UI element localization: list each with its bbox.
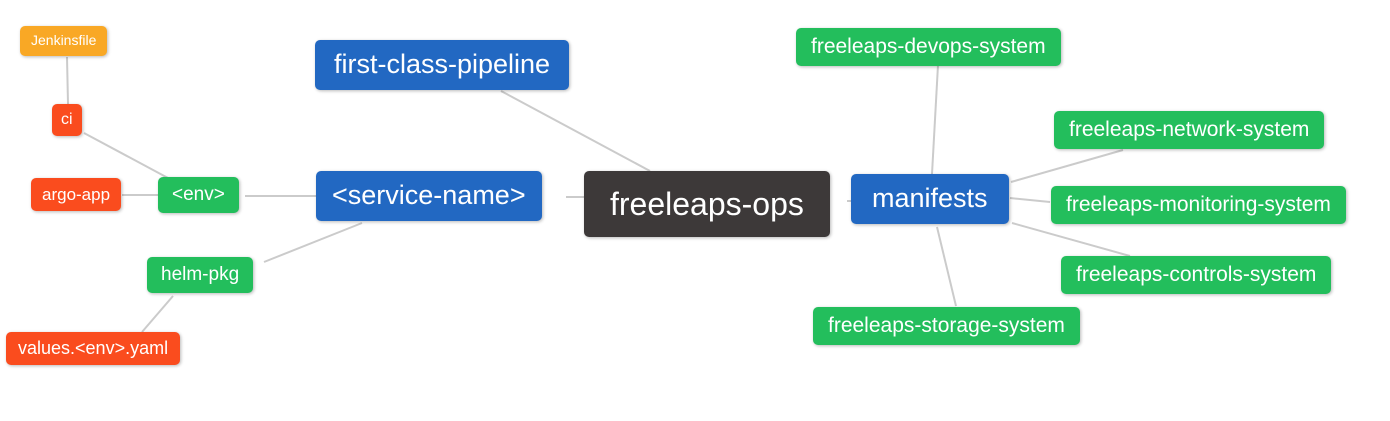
- edge-manifests-devops: [931, 64, 939, 175]
- edge-helm-pkg-service-name: [263, 222, 363, 263]
- edge-manifests-storage: [936, 226, 957, 307]
- node-freeleaps-devops-system[interactable]: freeleaps-devops-system: [796, 28, 1061, 67]
- node-first-class-pipeline[interactable]: first-class-pipeline: [315, 40, 570, 90]
- edge-manifests-monitoring: [1009, 197, 1051, 203]
- node-env[interactable]: <env>: [158, 177, 239, 213]
- node-freeleaps-ops[interactable]: freeleaps-ops: [584, 171, 830, 237]
- edge-manifests-network: [1010, 149, 1124, 183]
- edge-values-helm-pkg: [141, 295, 174, 333]
- edge-pipeline-root: [500, 90, 651, 172]
- edge-jenkinsfile-ci: [66, 56, 69, 105]
- node-freeleaps-controls-system[interactable]: freeleaps-controls-system: [1061, 256, 1332, 295]
- node-manifests[interactable]: manifests: [851, 174, 1009, 224]
- node-freeleaps-storage-system[interactable]: freeleaps-storage-system: [813, 307, 1080, 346]
- node-values-env-yaml[interactable]: values.<env>.yaml: [6, 332, 181, 365]
- edge-ci-env: [83, 132, 169, 179]
- node-jenkinsfile[interactable]: Jenkinsfile: [20, 26, 108, 56]
- node-freeleaps-monitoring-system[interactable]: freeleaps-monitoring-system: [1051, 186, 1346, 225]
- node-argo-app[interactable]: argo-app: [31, 178, 122, 212]
- node-service-name[interactable]: <service-name>: [316, 171, 542, 221]
- node-ci[interactable]: ci: [52, 104, 82, 136]
- node-helm-pkg[interactable]: helm-pkg: [147, 257, 254, 293]
- edge-manifests-controls: [1011, 222, 1131, 257]
- node-freeleaps-network-system[interactable]: freeleaps-network-system: [1054, 111, 1325, 150]
